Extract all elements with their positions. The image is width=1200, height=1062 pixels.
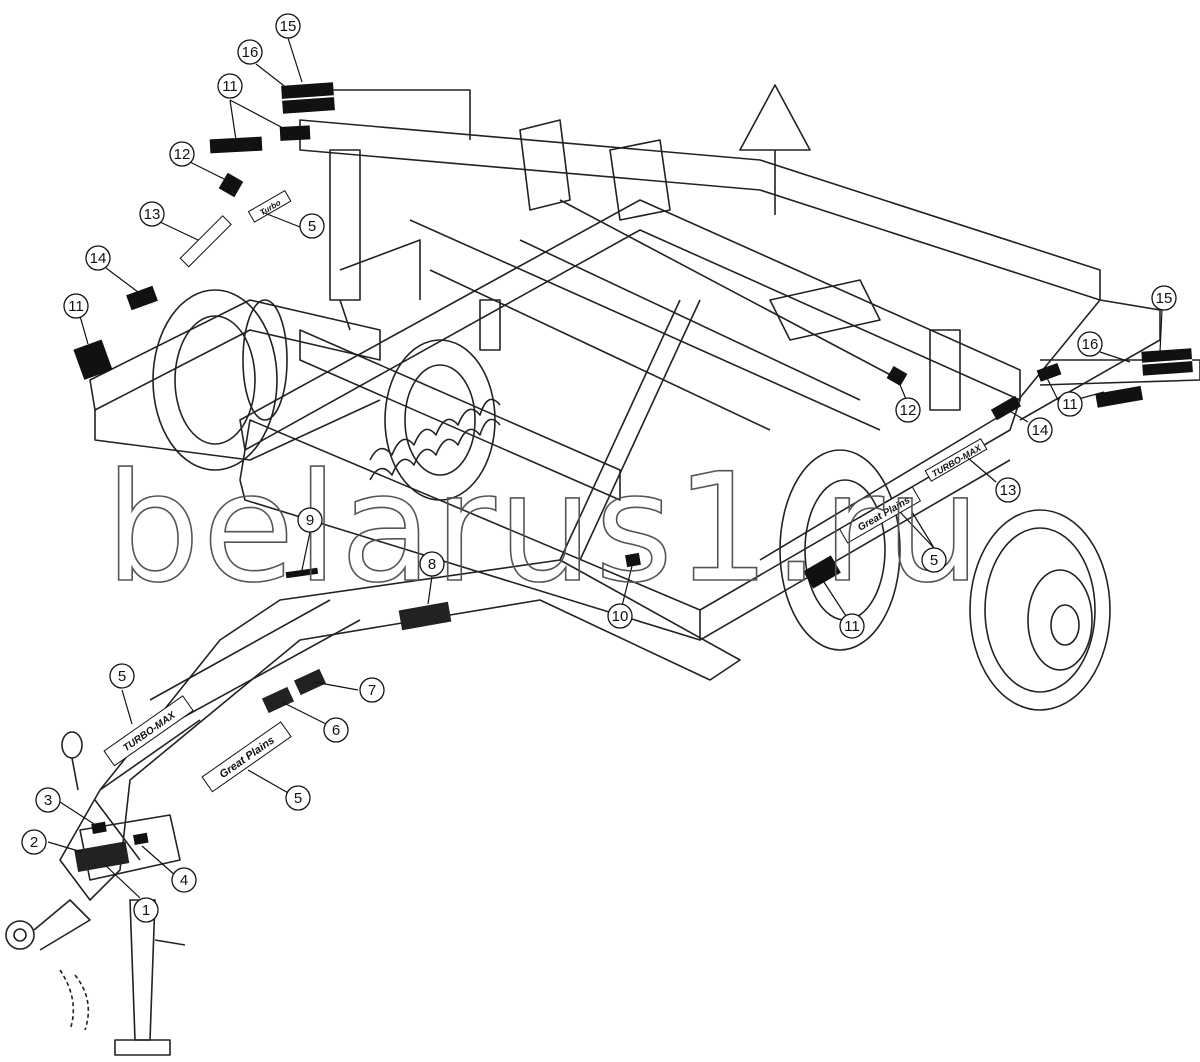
callout-14: 14	[1027, 417, 1053, 443]
callout-number: 11	[844, 618, 860, 635]
callout-number: 12	[174, 146, 191, 163]
callout-number: 1	[142, 902, 150, 919]
callout-number: 2	[30, 834, 38, 851]
callout-12: 12	[895, 397, 921, 423]
callout-circle	[217, 73, 243, 99]
callout-8: 8	[419, 551, 445, 577]
callout-number: 5	[308, 218, 316, 235]
callout-5: 5	[285, 785, 311, 811]
callout-5: 5	[109, 663, 135, 689]
callout-number: 14	[1032, 422, 1049, 439]
callout-circle	[1027, 417, 1053, 443]
callout-circle	[21, 829, 47, 855]
callout-15: 15	[275, 13, 301, 39]
callout-16: 16	[237, 39, 263, 65]
callout-5: 5	[921, 547, 947, 573]
callout-circle	[171, 867, 197, 893]
callout-circle	[237, 39, 263, 65]
callout-circle	[995, 477, 1021, 503]
callout-number: 16	[1082, 336, 1099, 353]
callout-10: 10	[607, 603, 633, 629]
callout-9: 9	[297, 507, 323, 533]
callout-circle	[419, 551, 445, 577]
callout-number: 5	[118, 668, 126, 685]
callout-number: 11	[222, 78, 238, 95]
callout-circle	[921, 547, 947, 573]
watermark: belarus1.ru	[105, 442, 983, 616]
callout-number: 13	[1000, 482, 1017, 499]
callout-1: 1	[133, 897, 159, 923]
callout-number: 7	[368, 682, 376, 699]
callout-circle	[895, 397, 921, 423]
callout-circle	[169, 141, 195, 167]
callout-circle	[1151, 285, 1177, 311]
callout-number: 5	[294, 790, 302, 807]
callout-number: 12	[900, 402, 917, 419]
callout-13: 13	[139, 201, 165, 227]
callout-number: 4	[180, 872, 188, 889]
callout-number: 9	[306, 512, 314, 529]
callout-6: 6	[323, 717, 349, 743]
callout-number: 3	[44, 792, 52, 809]
callout-number: 11	[1062, 396, 1078, 413]
callout-number: 5	[930, 552, 938, 569]
callout-4: 4	[171, 867, 197, 893]
callout-circle	[297, 507, 323, 533]
brand-decal-tongue: Great Plains	[217, 734, 276, 781]
callout-12: 12	[169, 141, 195, 167]
callout-circle	[323, 717, 349, 743]
callout-number: 13	[144, 206, 161, 223]
frame-lines	[5, 84, 1200, 1056]
callout-11: 11	[63, 293, 89, 319]
callout-circle	[839, 613, 865, 639]
callout-circle	[85, 245, 111, 271]
callout-11: 11	[839, 613, 865, 639]
callout-16: 16	[1077, 331, 1103, 357]
callout-circle	[359, 677, 385, 703]
callout-circle	[285, 785, 311, 811]
callout-5: 5	[299, 213, 325, 239]
callout-circle	[139, 201, 165, 227]
callout-number: 16	[242, 44, 259, 61]
callout-circle	[133, 897, 159, 923]
callout-circle	[63, 293, 89, 319]
callout-circle	[299, 213, 325, 239]
callout-number: 10	[612, 608, 629, 625]
callout-number: 15	[280, 18, 297, 35]
callout-circle	[35, 787, 61, 813]
callout-number: 11	[68, 298, 84, 315]
callout-7: 7	[359, 677, 385, 703]
callout-number: 6	[332, 722, 340, 739]
leader-lines	[47, 37, 1163, 899]
callout-circle	[1057, 391, 1083, 417]
callout-number: 8	[428, 556, 436, 573]
callout-2: 2	[21, 829, 47, 855]
callout-circle	[275, 13, 301, 39]
decals: Turbo TURBO-MAX Great Plains TURBO-MAX G…	[73, 82, 1193, 873]
callout-13: 13	[995, 477, 1021, 503]
callout-circle	[607, 603, 633, 629]
callout-number: 15	[1156, 290, 1173, 307]
callout-14: 14	[85, 245, 111, 271]
callout-circle	[109, 663, 135, 689]
callout-number: 14	[90, 250, 107, 267]
callout-circle	[1077, 331, 1103, 357]
callout-15: 15	[1151, 285, 1177, 311]
callout-11: 11	[217, 73, 243, 99]
callout-3: 3	[35, 787, 61, 813]
callout-11: 11	[1057, 391, 1083, 417]
